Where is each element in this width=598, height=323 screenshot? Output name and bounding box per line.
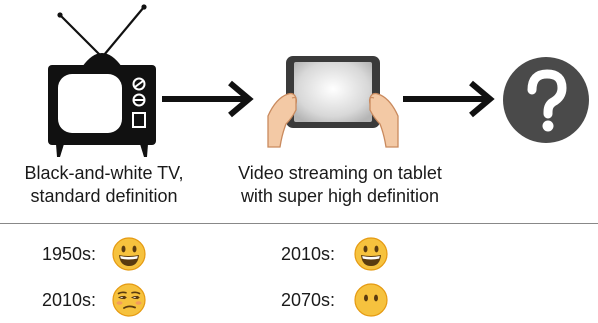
question-mark-icon — [502, 56, 590, 144]
era-label: 2010s: — [280, 244, 335, 264]
grinning-face-icon — [112, 237, 146, 271]
tv-caption: Black-and-white TV, standard definition — [0, 162, 208, 208]
caption-line: Video streaming on tablet — [238, 163, 442, 183]
tablet-caption: Video streaming on tablet with super hig… — [218, 162, 462, 208]
tv-icon — [42, 4, 162, 157]
caption-line: with super high definition — [240, 186, 440, 206]
right-arrow-icon — [401, 79, 497, 119]
unamused-face-icon — [112, 283, 146, 317]
divider — [0, 223, 598, 224]
grinning-face-icon — [354, 237, 388, 271]
era-label: 2010s: — [41, 290, 96, 310]
face-without-mouth-icon — [354, 283, 388, 317]
tablet-icon — [266, 52, 400, 148]
caption-line: standard definition — [30, 186, 178, 206]
caption-line: Black-and-white TV, — [24, 163, 184, 183]
era-label: 1950s: — [41, 244, 96, 264]
era-label: 2070s: — [280, 290, 335, 310]
right-arrow-icon — [160, 79, 256, 119]
